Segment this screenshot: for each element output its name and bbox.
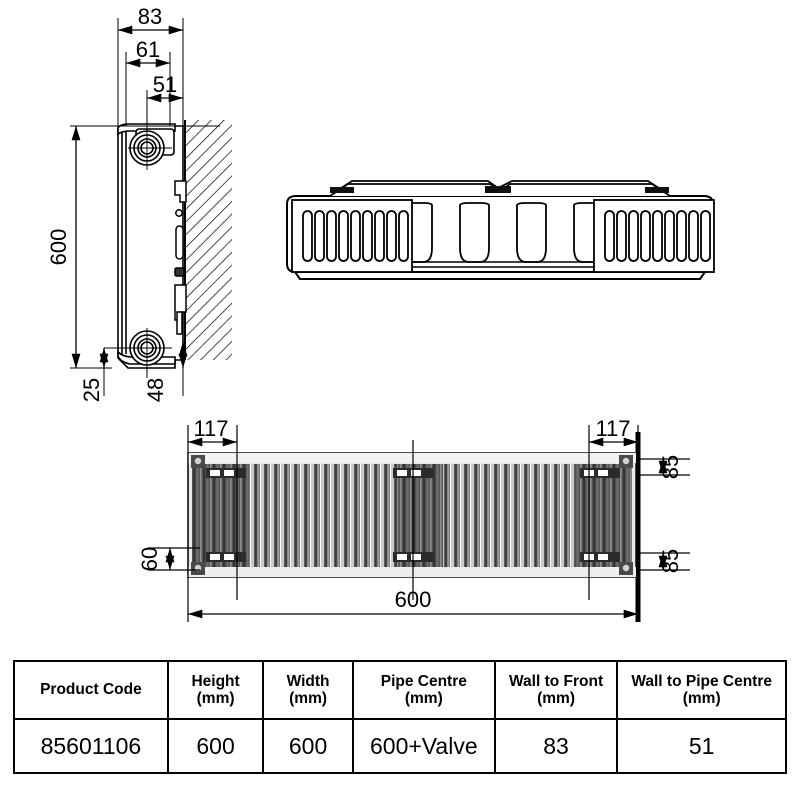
dimension-85-top-label: 85	[658, 455, 683, 479]
cell-wall-to-front: 83	[493, 718, 619, 774]
header-product-code: Product Code	[13, 660, 169, 720]
corner-fixing-lugs	[191, 455, 633, 575]
table-header-row: Product Code Height (mm) Width (mm) Pipe…	[13, 660, 787, 720]
header-wall-to-pipe-centre-unit: (mm)	[682, 690, 721, 707]
dimension-60-left: 60	[137, 547, 175, 571]
header-pipe-centre-main: Pipe Centre	[380, 672, 467, 690]
dimension-600-height-label: 600	[46, 229, 71, 266]
header-height-main: Height	[191, 672, 240, 690]
header-pipe-centre: Pipe Centre (mm)	[351, 660, 496, 720]
header-width-main: Width	[286, 672, 330, 690]
top-grille-strip	[329, 180, 671, 197]
wall-bracket-details	[174, 180, 187, 335]
lower-pipe-connection	[104, 328, 172, 370]
dimension-600-width-label: 600	[395, 587, 432, 612]
header-wall-to-front-main: Wall to Front	[508, 672, 604, 690]
dimension-48: 48	[143, 342, 188, 402]
top-right-fin-block	[593, 199, 715, 273]
dimension-25: 25	[79, 348, 109, 402]
header-wall-to-pipe-centre: Wall to Pipe Centre (mm)	[616, 660, 787, 720]
cell-wall-to-pipe-centre: 51	[616, 718, 787, 774]
cell-width: 600	[262, 718, 354, 774]
front-extension-lines	[148, 425, 690, 622]
dimension-600-height: 600	[46, 126, 81, 368]
header-pipe-centre-unit: (mm)	[404, 690, 443, 707]
table-row: 85601106 600 600 600+Valve 83 51	[13, 718, 787, 774]
header-width: Width (mm)	[262, 660, 354, 720]
header-wall-to-front: Wall to Front (mm)	[493, 660, 619, 720]
header-product-code-main: Product Code	[40, 681, 142, 699]
dimension-60-left-label: 60	[137, 547, 162, 571]
side-section-view: 83 61 51 600 25 48	[46, 4, 232, 402]
cell-height: 600	[166, 718, 265, 774]
radiator-side-body	[117, 123, 184, 369]
dimension-48-label: 48	[143, 378, 168, 402]
header-height: Height (mm)	[166, 660, 265, 720]
dimension-117-left-label: 117	[193, 416, 228, 441]
upper-pipe-connection	[128, 128, 175, 170]
side-extension-lines	[70, 18, 220, 396]
header-wall-to-front-unit: (mm)	[537, 690, 575, 707]
header-height-unit: (mm)	[196, 690, 235, 707]
dimension-85-bottom-label: 85	[658, 549, 683, 573]
cell-product-code: 85601106	[13, 718, 169, 774]
dimension-83-label: 83	[138, 4, 162, 29]
top-plan-view	[286, 180, 715, 280]
dimension-25-label: 25	[79, 378, 104, 402]
dimension-117-right: 117	[589, 416, 638, 447]
top-left-fin-block	[291, 199, 413, 273]
header-wall-to-pipe-centre-main: Wall to Pipe Centre	[631, 672, 772, 690]
dimension-117-right-label: 117	[595, 416, 630, 441]
dimension-51: 51	[147, 72, 183, 103]
dimension-83: 83	[118, 4, 183, 35]
cell-pipe-centre: 600+Valve	[351, 718, 496, 774]
dimension-600-width: 600	[188, 587, 638, 619]
dimension-85-bottom: 85	[658, 549, 683, 573]
dimension-117-left: 117	[188, 416, 237, 447]
dimension-85-top: 85	[658, 455, 683, 479]
header-width-unit: (mm)	[289, 690, 328, 707]
dimension-61: 61	[126, 37, 170, 68]
dimension-51-label: 51	[153, 72, 177, 97]
top-shell-lip	[293, 271, 707, 280]
spec-table: Product Code Height (mm) Width (mm) Pipe…	[13, 660, 787, 774]
front-elevation-view: 117 117 85 85 60 600	[137, 416, 690, 622]
wall-hatch	[184, 120, 232, 360]
dimension-61-label: 61	[136, 37, 160, 62]
